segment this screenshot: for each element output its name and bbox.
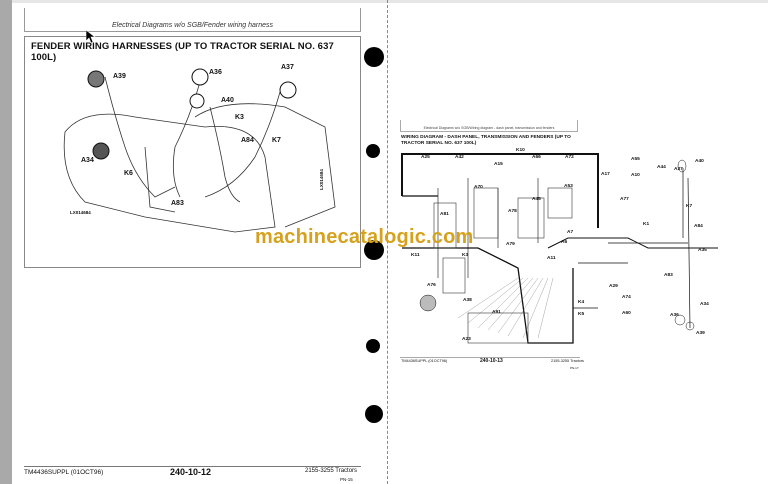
label-a40: A40 xyxy=(695,159,704,164)
label-a60: A60 xyxy=(622,311,631,316)
right-footer-page: 240-10-13 xyxy=(480,358,503,364)
punch-hole xyxy=(364,47,384,67)
label-a70: A70 xyxy=(474,185,483,190)
label-k7: K7 xyxy=(686,204,693,209)
top-border xyxy=(12,0,768,3)
punch-hole xyxy=(366,144,380,158)
label-a36: A36 xyxy=(209,69,222,76)
right-header-box: Electrical Diagrams w/o SGB/Wiring diagr… xyxy=(400,120,578,132)
label-a84: A84 xyxy=(694,224,703,229)
label-a81: A81 xyxy=(440,212,449,217)
label-a45: A45 xyxy=(532,197,541,202)
left-diagram-title: FENDER WIRING HARNESSES (UP TO TRACTOR S… xyxy=(31,41,334,63)
label-k11: K11 xyxy=(411,253,420,258)
right-footer-doc: TM4436SUPPL (01OCT96) xyxy=(401,359,448,363)
figure-id: LX014684 xyxy=(70,210,91,215)
label-k4: K4 xyxy=(578,300,585,305)
punch-hole xyxy=(364,240,384,260)
label-a34: A34 xyxy=(700,302,709,307)
label-a11: A11 xyxy=(547,256,556,261)
left-footer-model: 2155-3255 Tractors xyxy=(305,468,358,474)
label-a39: A39 xyxy=(113,73,126,80)
label-a35: A35 xyxy=(698,248,707,253)
left-footer-doc: TM4436SUPPL (01OCT96) xyxy=(24,469,104,476)
label-a34: A34 xyxy=(81,157,94,164)
label-a25: A25 xyxy=(421,155,430,160)
wiring-schematic xyxy=(401,153,718,344)
label-a84: A84 xyxy=(241,137,254,144)
viewer-gutter xyxy=(0,0,12,484)
label-a53: A53 xyxy=(564,184,573,189)
fender-diagram: FENDER WIRING HARNESSES (UP TO TRACTOR S… xyxy=(24,36,361,268)
left-footer-ref: PN-15 xyxy=(340,477,353,482)
left-footer-page: 240-10-12 xyxy=(170,467,212,477)
watermark: machinecatalogic.com xyxy=(255,226,474,248)
mouse-cursor-icon xyxy=(86,30,96,44)
label-a76: A76 xyxy=(427,283,436,288)
right-diagram-title: WIRING DIAGRAM - DASH PANEL, TRANSMISSIO… xyxy=(401,135,571,146)
label-a23: A23 xyxy=(462,337,471,342)
right-footer-rule xyxy=(400,357,580,358)
fender-harness-drawing xyxy=(63,68,336,233)
label-k7: K7 xyxy=(272,137,281,144)
punch-hole xyxy=(366,339,380,353)
label-k5: K5 xyxy=(578,312,585,317)
label-a79: A79 xyxy=(506,242,515,247)
label-a83: A83 xyxy=(664,273,673,278)
label-a37: A37 xyxy=(281,64,294,71)
label-a37: A37 xyxy=(674,167,683,172)
label-a78: A78 xyxy=(508,209,517,214)
label-a6: A6 xyxy=(561,240,568,245)
right-header-text: Electrical Diagrams w/o SGB/Wiring diagr… xyxy=(423,126,555,130)
side-id: LX014684 xyxy=(318,169,324,190)
label-a15: A15 xyxy=(494,162,503,167)
label-a36: A36 xyxy=(670,313,679,318)
label-a39: A39 xyxy=(696,331,705,336)
label-a66: A66 xyxy=(532,155,541,160)
label-a91: A91 xyxy=(492,310,501,315)
label-a17: A17 xyxy=(601,172,610,177)
page-separator xyxy=(387,0,388,484)
label-a38: A38 xyxy=(463,298,472,303)
label-k3: K3 xyxy=(462,253,469,258)
label-k1: K1 xyxy=(643,222,650,227)
label-k6: K6 xyxy=(124,170,133,177)
left-footer-rule xyxy=(24,466,361,467)
label-a74: A74 xyxy=(622,295,631,300)
label-a42: A42 xyxy=(455,155,464,160)
label-k3: K3 xyxy=(235,114,244,121)
punch-hole xyxy=(365,405,383,423)
left-header-box: Electrical Diagrams w/o SGB/Fender wirin… xyxy=(24,8,361,32)
label-a83: A83 xyxy=(171,200,184,207)
right-footer-model: 2155-3255 Tractors xyxy=(551,359,584,363)
label-a44: A44 xyxy=(657,165,666,170)
right-footer-ref: PN-17 xyxy=(570,366,579,370)
label-a40: A40 xyxy=(221,97,234,104)
label-a7: A7 xyxy=(567,230,574,235)
label-a55: A55 xyxy=(631,157,640,162)
label-k10: K10 xyxy=(516,148,525,153)
label-a10: A10 xyxy=(631,173,640,178)
left-header-text: Electrical Diagrams w/o SGB/Fender wirin… xyxy=(111,22,274,29)
label-a72: A72 xyxy=(565,155,574,160)
label-a29: A29 xyxy=(609,284,618,289)
label-a77: A77 xyxy=(620,197,629,202)
